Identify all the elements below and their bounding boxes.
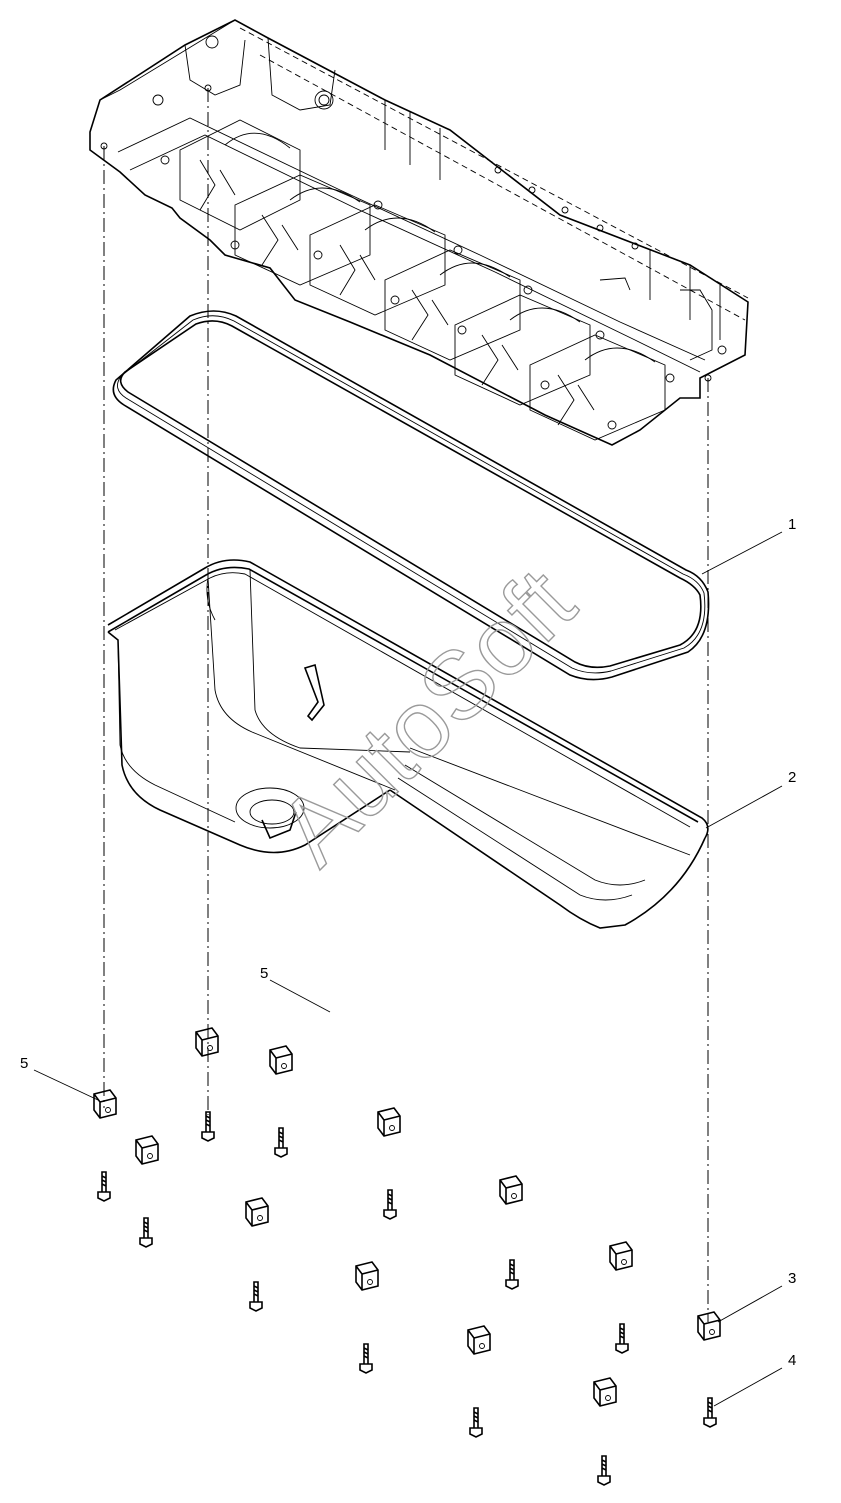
nut-clip (499, 1175, 523, 1205)
nut-clip (355, 1261, 379, 1291)
bolt (383, 1189, 397, 1220)
bearing-bay-3 (309, 204, 446, 316)
nut-clip (195, 1027, 219, 1057)
bolt (469, 1407, 483, 1438)
nut-clip (93, 1089, 117, 1119)
callout-4-label: 4 (788, 1352, 796, 1369)
callout-1: 1 (701, 516, 796, 575)
nut-clip (135, 1135, 159, 1165)
bearing-bay-4 (384, 249, 521, 361)
bolt (505, 1259, 519, 1290)
bolt (201, 1111, 215, 1142)
nut-clip (269, 1045, 293, 1075)
callout-3: 3 (717, 1270, 796, 1323)
callout-2: 2 (705, 769, 796, 829)
nut-clip (245, 1197, 269, 1227)
bearing-bay-2 (234, 174, 371, 286)
bolt (139, 1217, 153, 1248)
bearing-bay-1 (179, 119, 301, 231)
callout-5-left: 5 (20, 1055, 99, 1101)
callout-5-left-label: 5 (20, 1055, 28, 1072)
bolt (359, 1343, 373, 1374)
bolt (249, 1281, 263, 1312)
fastener-nuts (93, 1027, 721, 1407)
fastener-bolts (97, 1111, 717, 1486)
bearing-bay-6 (529, 334, 666, 441)
bolt-item-4 (703, 1397, 717, 1428)
drain-plug (235, 787, 305, 840)
bolt (97, 1171, 111, 1202)
nut-clip-item-3 (697, 1311, 721, 1341)
bolt (274, 1127, 288, 1158)
oil-pan (107, 559, 709, 929)
callout-4: 4 (713, 1352, 796, 1407)
callout-5-top-label: 5 (260, 965, 268, 982)
nut-clip (467, 1325, 491, 1355)
callout-2-label: 2 (788, 769, 796, 786)
nut-clip (609, 1241, 633, 1271)
block-bolt-holes (100, 84, 727, 430)
callout-1-label: 1 (788, 516, 796, 533)
nut-clip (593, 1377, 617, 1407)
bolt (597, 1455, 611, 1486)
nut-clip (377, 1107, 401, 1137)
bolt (615, 1323, 629, 1354)
callout-3-label: 3 (788, 1270, 796, 1287)
callout-5-top: 5 (260, 965, 331, 1013)
gasket (112, 310, 710, 681)
bearing-bay-5 (454, 294, 591, 406)
engine-block (89, 19, 749, 446)
